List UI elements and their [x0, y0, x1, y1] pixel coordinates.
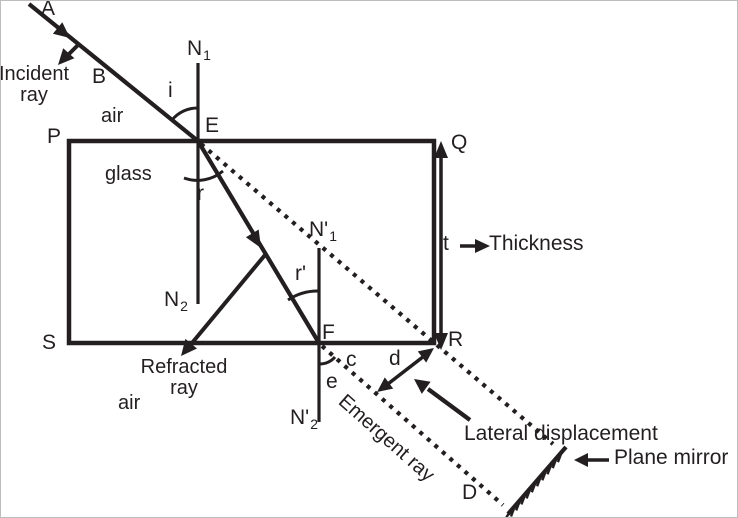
glass-label: glass — [105, 163, 152, 185]
angle-label-c: c — [346, 348, 357, 371]
angle-label-i: i — [168, 79, 173, 102]
normal-label-N1: N1 — [187, 37, 211, 63]
plane-mirror-pointer-arrowhead — [574, 453, 588, 467]
thickness-label: Thickness — [489, 232, 584, 255]
thickness-arrowhead-up — [434, 141, 448, 158]
incident-ray-line — [27, 2, 200, 143]
plane-mirror-line — [506, 445, 568, 516]
refracted-leader-arrowhead — [181, 338, 197, 356]
air-label-top: air — [101, 105, 124, 127]
incident-ray-label: Incident ray — [0, 63, 70, 106]
lateral-displacement-pointer-line — [426, 387, 472, 422]
angle-i-arc — [170, 106, 199, 122]
plane-mirror-hatching — [505, 451, 564, 517]
point-label-R: R — [448, 328, 464, 351]
point-label-A: A — [41, 0, 56, 20]
incident-leader-arrowhead — [58, 48, 75, 65]
point-label-B: B — [92, 65, 107, 88]
normal-label-N-prime-2: N'2 — [290, 406, 318, 432]
air-label-bottom: air — [118, 392, 141, 414]
point-label-P: P — [47, 125, 62, 148]
angle-r-prime-arc — [287, 289, 320, 302]
normal-label-N2: N2 — [164, 288, 188, 314]
thickness-arrowhead-down — [434, 333, 448, 350]
lateral-d-arrowhead-upper — [417, 348, 434, 363]
plane-mirror-label: Plane mirror — [614, 446, 729, 469]
thickness-pointer-arrowhead — [475, 239, 490, 253]
angle-r-arc — [183, 169, 224, 182]
refracted-label-leader-line — [190, 253, 267, 345]
glass-slab-rect — [66, 138, 437, 346]
lateral-displacement-label: Lateral displacement — [464, 422, 658, 445]
emergent-ray-dotted-line — [320, 344, 505, 507]
refracted-ray-label: Refracted ray — [140, 356, 228, 399]
lateral-d-arrowhead-lower — [377, 377, 394, 392]
point-label-D: D — [462, 481, 478, 504]
refracted-ray-arrowhead — [245, 229, 261, 248]
point-label-E: E — [205, 114, 220, 137]
angle-label-e: e — [326, 370, 338, 393]
point-label-Q: Q — [451, 131, 468, 154]
point-label-S: S — [42, 331, 57, 354]
measure-label-d: d — [389, 347, 401, 370]
angle-label-r-prime: r' — [295, 262, 307, 285]
angle-label-r: r — [197, 182, 204, 205]
angle-e-arc — [318, 355, 337, 366]
lateral-d-double-arrow-line — [382, 351, 430, 389]
point-label-F: F — [322, 321, 335, 344]
normal-label-N-prime-1: N'1 — [309, 218, 337, 244]
incident-label-leader-line — [66, 42, 81, 57]
undeviated-ray-dotted-line — [199, 142, 555, 446]
incident-ray-arrowhead — [52, 22, 70, 38]
lateral-displacement-pointer-arrowhead — [414, 379, 431, 394]
measure-label-t: t — [443, 232, 449, 255]
